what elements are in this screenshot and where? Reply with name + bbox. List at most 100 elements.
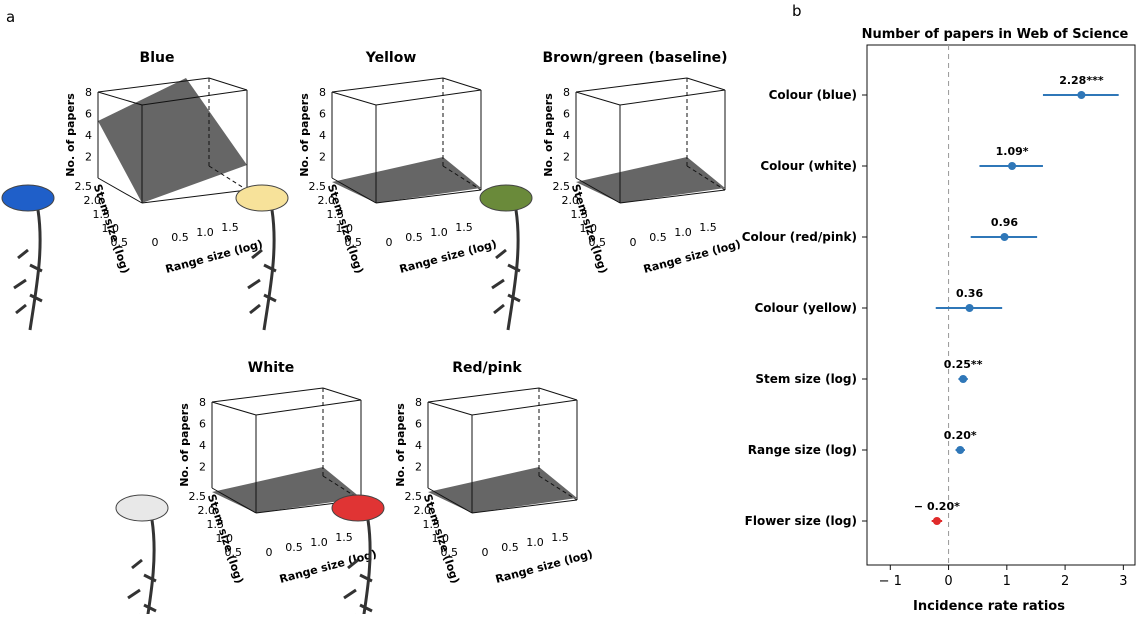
x-axis-label: Incidence rate ratios <box>913 599 1065 614</box>
y-tick-label: 1.0 <box>580 222 598 235</box>
y-axis-label: Stem size (log) <box>421 493 462 586</box>
subplot-title: Red/pink <box>452 360 522 376</box>
box-edge-hidden <box>208 165 248 191</box>
box-edge <box>375 89 482 106</box>
box-edge <box>427 401 473 416</box>
panel-letter-a: a <box>6 8 15 26</box>
z-tick-label: 4 <box>415 439 422 452</box>
x-tick-label: 1.0 <box>310 536 328 549</box>
box-edge <box>208 77 248 91</box>
estimate-point <box>1077 91 1086 99</box>
box-edge <box>575 77 688 93</box>
y-tick-label: 1.5 <box>207 518 225 531</box>
flower-stem <box>361 519 372 618</box>
y-tick-label: 0.5 <box>589 236 607 249</box>
estimate-point <box>965 304 974 312</box>
z-tick-label: 2 <box>319 151 326 164</box>
y-axis-label: Stem size (log) <box>205 493 246 586</box>
box-edge <box>538 387 578 401</box>
estimate-point <box>1008 162 1017 170</box>
flower-stem <box>145 519 156 618</box>
z-axis-label: No. of papers <box>298 93 311 177</box>
flower-leaves <box>127 558 157 618</box>
box-edge <box>331 91 377 106</box>
y-tick-label: 0.5 <box>345 236 363 249</box>
box-edge <box>331 177 377 204</box>
z-tick-label: 2 <box>563 151 570 164</box>
estimate-point <box>959 375 968 383</box>
x-tick-label: 0.5 <box>501 541 519 554</box>
flower-leaves <box>491 248 521 315</box>
y-tick-label: 2.0 <box>84 194 102 207</box>
row-label: Colour (yellow) <box>754 301 857 315</box>
z-tick-label: 8 <box>563 86 570 99</box>
box-edge <box>97 77 210 93</box>
row-label: Colour (red/pink) <box>742 230 857 244</box>
x-tick-label: 0.5 <box>285 541 303 554</box>
box-edge <box>211 387 324 403</box>
box-edge <box>686 77 726 91</box>
estimate-label: 0.96 <box>991 216 1018 229</box>
z-tick-label: 6 <box>415 418 422 431</box>
z-tick-label: 2 <box>85 151 92 164</box>
row-label: Flower size (log) <box>745 514 857 528</box>
row-label: Stem size (log) <box>755 372 857 386</box>
x-tick-label: 1.5 <box>551 531 569 544</box>
subplot-title: Brown/green (baseline) <box>542 50 727 66</box>
y-tick-label: 1.0 <box>216 532 234 545</box>
y-tick-label: 2.5 <box>405 490 423 503</box>
z-tick-label: 6 <box>85 108 92 121</box>
box-edge <box>211 487 257 514</box>
flower-head <box>235 184 289 212</box>
y-tick-label: 0.5 <box>225 546 243 559</box>
z-tick-label: 8 <box>319 86 326 99</box>
surface-plane <box>332 157 481 203</box>
row-label: Colour (blue) <box>769 88 857 102</box>
flower-head <box>1 184 55 212</box>
surface-plane <box>576 157 725 203</box>
flower-leaves <box>13 248 43 315</box>
flower-icon <box>479 184 533 331</box>
x-tick-label: 2 <box>1061 574 1069 589</box>
x-tick-label: 0 <box>386 236 393 249</box>
estimate-label: 1.09* <box>996 145 1029 158</box>
y-tick-label: 1.5 <box>571 208 589 221</box>
estimate-label: 0.20* <box>944 429 977 442</box>
y-tick-label: 2.5 <box>75 180 93 193</box>
z-tick-label: 2 <box>199 461 206 474</box>
z-tick-label: 8 <box>85 86 92 99</box>
flower-icon <box>235 184 289 331</box>
box-edge <box>471 399 578 416</box>
flower-leaves <box>247 248 277 315</box>
x-tick-label: 1.5 <box>699 221 717 234</box>
z-tick-label: 2 <box>415 461 422 474</box>
estimate-point <box>1000 233 1009 241</box>
z-tick-label: 4 <box>319 129 326 142</box>
y-tick-label: 0.5 <box>111 236 129 249</box>
flower-icon <box>331 494 385 618</box>
x-tick-label: 1.5 <box>335 531 353 544</box>
box-edge <box>575 177 621 204</box>
y-tick-label: 1.0 <box>432 532 450 545</box>
box-edge <box>331 77 444 93</box>
x-tick-label: 0.5 <box>405 231 423 244</box>
box-edge <box>141 89 248 106</box>
box-edge <box>375 189 482 204</box>
panel-letter-b: b <box>792 2 802 20</box>
y-tick-label: 2.0 <box>414 504 432 517</box>
x-tick-label: 1.5 <box>221 221 239 234</box>
box-edge <box>471 499 578 514</box>
z-tick-label: 4 <box>85 129 92 142</box>
y-tick-label: 2.0 <box>198 504 216 517</box>
estimate-point <box>956 446 965 454</box>
box-edge <box>211 401 257 416</box>
box-edge <box>141 189 248 204</box>
estimate-label: 2.28*** <box>1059 74 1104 87</box>
z-tick-label: 4 <box>199 439 206 452</box>
x-tick-label: 3 <box>1119 574 1127 589</box>
